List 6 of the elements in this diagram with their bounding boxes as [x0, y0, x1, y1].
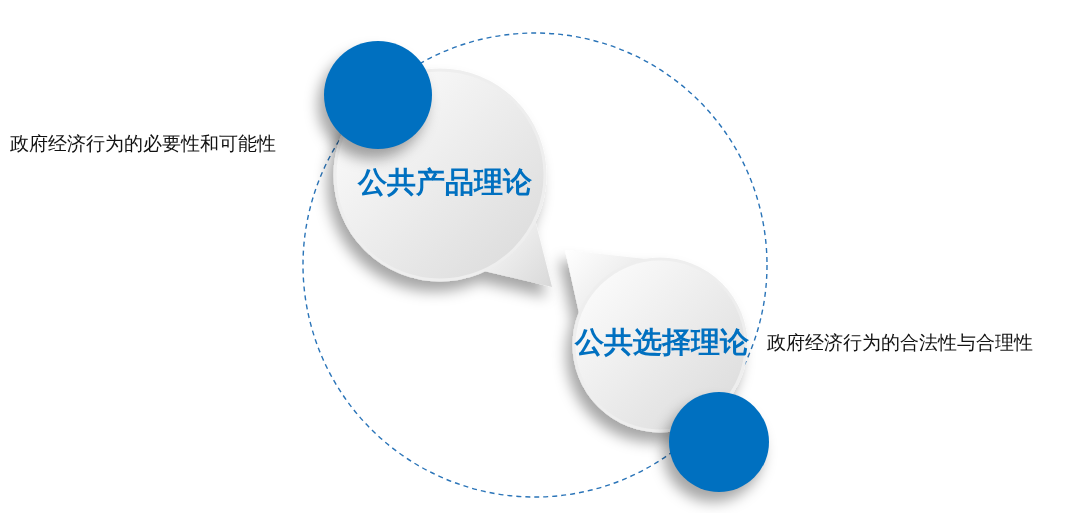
circle [669, 392, 769, 492]
caption-text: 政府经济行为的合法性与合理性 [767, 330, 1033, 355]
caption-text: 政府经济行为的必要性和可能性 [10, 131, 276, 156]
bubble-title: 公共选择理论 [575, 324, 749, 361]
circle [324, 41, 432, 149]
bubble-title: 公共产品理论 [358, 164, 532, 201]
